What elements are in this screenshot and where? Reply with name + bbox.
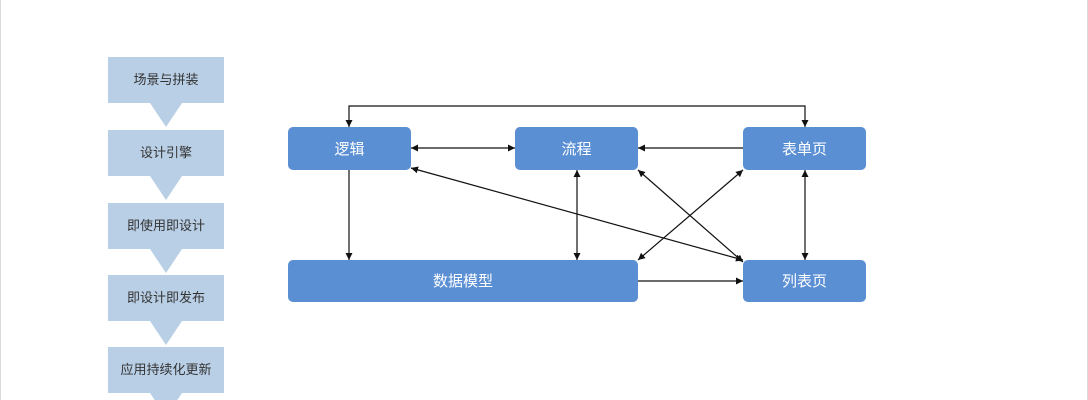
edge-logic-form bbox=[345, 105, 809, 127]
node-list-page: 列表页 bbox=[743, 260, 866, 302]
step-label: 应用持续化更新 bbox=[120, 362, 211, 378]
node-logic: 逻辑 bbox=[288, 127, 411, 170]
node-data-model: 数据模型 bbox=[288, 260, 638, 302]
node-label: 列表页 bbox=[782, 272, 827, 290]
node-form-page: 表单页 bbox=[743, 127, 866, 170]
step-scene-assembly: 场景与拼装 bbox=[108, 57, 224, 127]
step-use-as-design: 即使用即设计 bbox=[108, 203, 224, 273]
node-label: 逻辑 bbox=[334, 140, 364, 158]
step-flow: 场景与拼装 设计引擎 即使用即设计 即设计即发布 应用持续化更新 bbox=[108, 57, 224, 400]
node-label: 表单页 bbox=[782, 140, 827, 158]
connectors bbox=[345, 105, 809, 285]
step-label: 即使用即设计 bbox=[127, 218, 205, 234]
nodes: 逻辑 流程 表单页 数据模型 列表页 bbox=[288, 127, 866, 302]
node-process: 流程 bbox=[515, 127, 638, 170]
step-label: 场景与拼装 bbox=[133, 73, 198, 88]
node-label: 数据模型 bbox=[433, 272, 493, 290]
step-label: 设计引擎 bbox=[140, 146, 192, 161]
step-design-as-publish: 即设计即发布 bbox=[108, 275, 224, 345]
edge-form-model bbox=[637, 169, 744, 261]
step-continuous-update: 应用持续化更新 bbox=[108, 347, 224, 400]
node-label: 流程 bbox=[561, 140, 591, 158]
step-design-engine: 设计引擎 bbox=[108, 130, 224, 200]
step-label: 即设计即发布 bbox=[127, 290, 205, 306]
